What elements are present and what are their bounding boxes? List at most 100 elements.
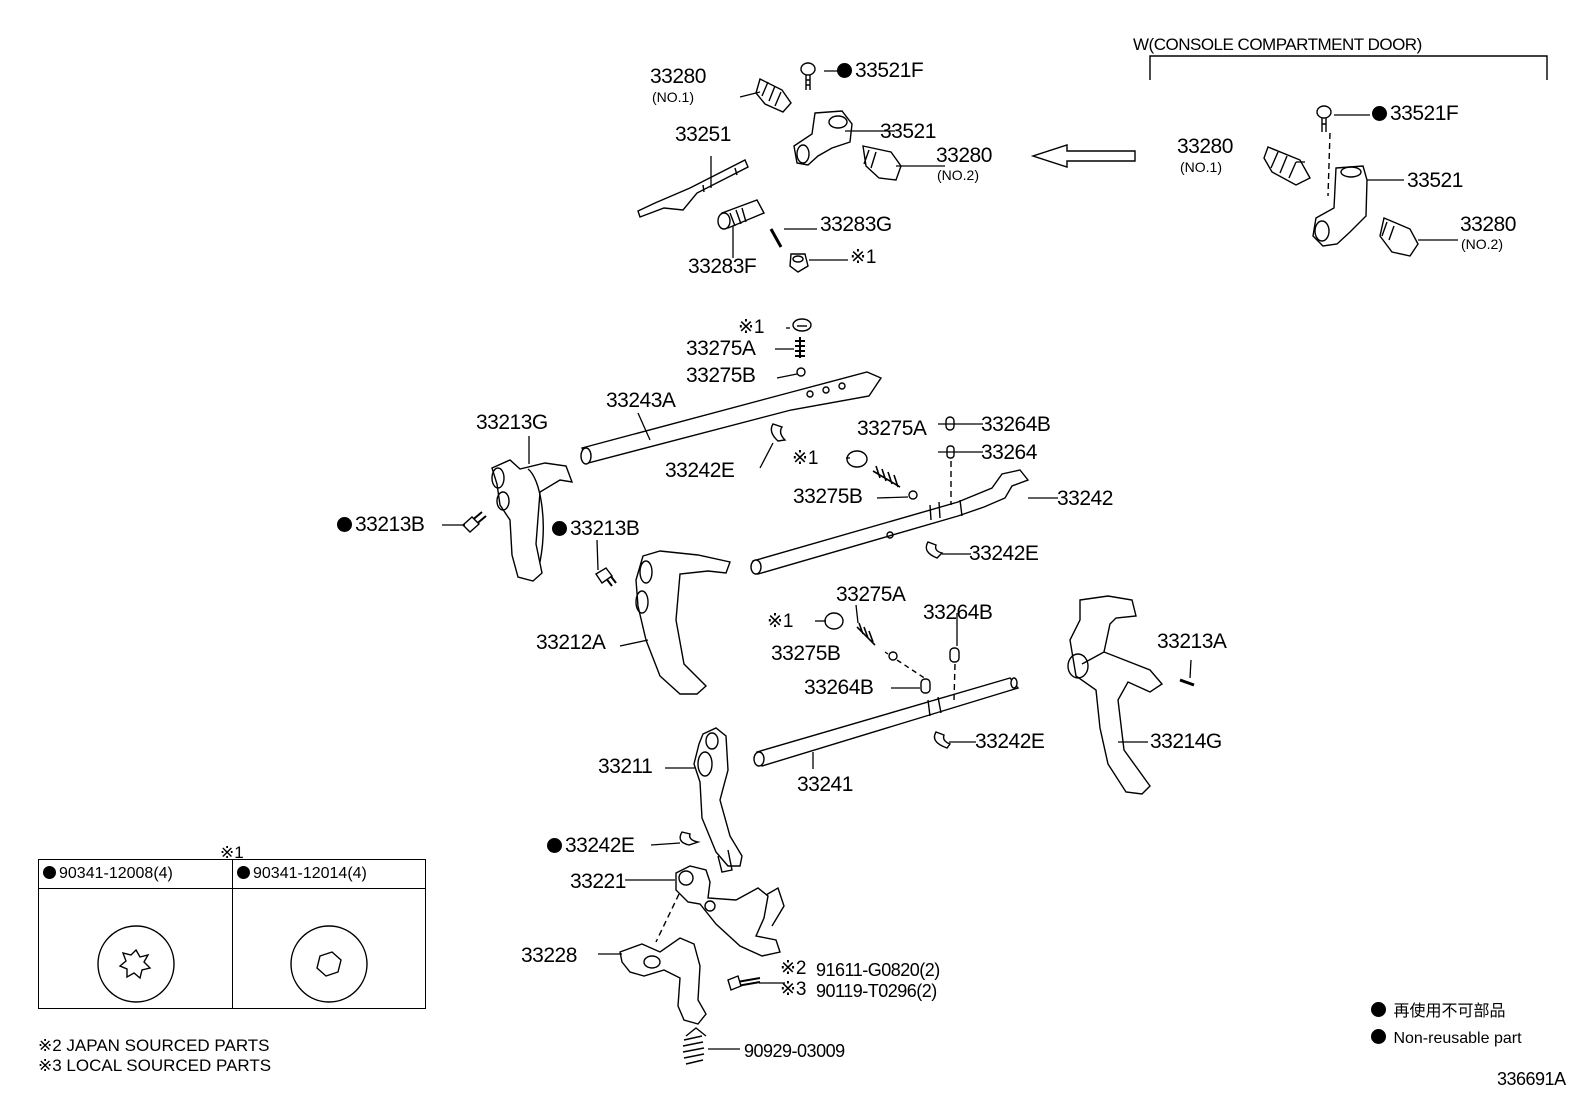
bolt-91611-shape bbox=[727, 975, 761, 991]
ref-table: 90341-12008(4) 90341-12014(4) bbox=[38, 859, 426, 1009]
callout-33264b-b: 33264B bbox=[923, 601, 993, 624]
clip-33242e-c-shape bbox=[933, 731, 952, 749]
shift-inner-33221-shape bbox=[675, 865, 785, 957]
callout-33264: 33264 bbox=[981, 441, 1037, 464]
plug-33280-no1-shape bbox=[755, 77, 792, 113]
alt-plug-no2-shape bbox=[1379, 217, 1419, 257]
leader-lines bbox=[442, 70, 1458, 1050]
bolt-33521f-shape bbox=[800, 62, 816, 90]
callout-33211: 33211 bbox=[598, 755, 653, 778]
ref-table-col-2: 90341-12014(4) bbox=[232, 860, 426, 1008]
ball-33275b-top-shape bbox=[796, 367, 806, 377]
fork-33212a-shape bbox=[635, 550, 731, 695]
pin-33213a-shape bbox=[1179, 678, 1195, 687]
callout-33242e-a: 33242E bbox=[665, 459, 735, 482]
fork-33213g-shape bbox=[491, 459, 574, 582]
header-title: W(CONSOLE COMPARTMENT DOOR) bbox=[1133, 35, 1422, 54]
shaft-33242-shape bbox=[750, 469, 1030, 575]
detent-33264b-c-shape bbox=[920, 678, 931, 694]
shaft-33243a-shape bbox=[580, 371, 883, 465]
non-reusable-dot-icon bbox=[237, 866, 250, 879]
spring-33275a-top-shape bbox=[795, 337, 805, 358]
callout-33242e-d: 33242E bbox=[547, 835, 635, 857]
plunger-33283f-shape bbox=[717, 199, 765, 230]
shaft-33251-shape bbox=[637, 159, 749, 218]
callout-33275b-top: 33275B bbox=[686, 364, 756, 387]
pin-33283g-shape bbox=[769, 228, 783, 248]
non-reusable-dot-icon bbox=[547, 838, 562, 853]
callout-33521f-main: 33521F bbox=[837, 60, 924, 82]
callout-33243a: 33243A bbox=[606, 389, 676, 412]
ref-table-mark: ※1 bbox=[220, 843, 244, 862]
callout-33280-no1: 33280 bbox=[650, 65, 706, 88]
callout-33275b-mid: 33275B bbox=[793, 485, 863, 508]
non-reusable-dot-icon bbox=[43, 866, 56, 879]
callout-ref1-c: ※1 bbox=[792, 448, 819, 469]
callout-33283f: 33283F bbox=[688, 255, 757, 278]
fork-33214g-shape bbox=[1067, 595, 1164, 795]
callout-33213b-b: 33213B bbox=[552, 518, 640, 540]
callout-33275a-low: 33275A bbox=[836, 583, 906, 606]
header-bracket bbox=[1149, 55, 1548, 80]
callout-ref3: ※3 bbox=[780, 979, 807, 1000]
callout-33213b-a: 33213B bbox=[337, 514, 425, 536]
plug-33280-no2-shape bbox=[862, 145, 902, 181]
detent-leader-b bbox=[953, 663, 956, 701]
callout-alt-33280-no2-note: (NO.2) bbox=[1461, 236, 1503, 252]
callout-33275a-top: 33275A bbox=[686, 337, 756, 360]
callout-alt-33521f: 33521F bbox=[1372, 103, 1459, 125]
ball-33275b-mid-shape bbox=[908, 490, 918, 500]
legend-jp: 再使用不可部品 bbox=[1371, 1002, 1505, 1021]
lever-33211-shape bbox=[693, 727, 743, 873]
callout-33251: 33251 bbox=[675, 123, 731, 146]
non-reusable-dot-icon bbox=[337, 517, 352, 532]
ball-leader bbox=[896, 659, 927, 680]
callout-90929: 90929-03009 bbox=[744, 1041, 845, 1061]
bolt-33213b-b-shape bbox=[595, 567, 617, 587]
plug-ref1-low-shape bbox=[824, 612, 844, 630]
callout-ref1-d: ※1 bbox=[767, 611, 794, 632]
plug-ref1-top-shape bbox=[789, 253, 809, 273]
non-reusable-dot-icon bbox=[1371, 1002, 1386, 1017]
callout-33275b-low: 33275B bbox=[771, 642, 841, 665]
ref-table-col-1: 90341-12008(4) bbox=[39, 860, 232, 1008]
callout-alt-33280-no1-note: (NO.1) bbox=[1180, 159, 1222, 175]
clip-33242e-a-shape bbox=[770, 423, 787, 442]
ref-table-col-2-header: 90341-12014(4) bbox=[233, 860, 426, 889]
callout-33283g: 33283G bbox=[820, 213, 892, 236]
clip-33242e-d-shape bbox=[679, 831, 701, 846]
callout-33212a: 33212A bbox=[536, 631, 606, 654]
callout-91611: 91611-G0820(2) bbox=[816, 960, 940, 980]
callout-33264b-a: 33264B bbox=[981, 413, 1051, 436]
callout-33214g: 33214G bbox=[1150, 730, 1222, 753]
callout-33264b-c: 33264B bbox=[804, 676, 874, 699]
torx-screw-icon bbox=[97, 925, 175, 1003]
footnote-local: ※3 LOCAL SOURCED PARTS bbox=[38, 1056, 272, 1075]
ref-table-col-1-header: 90341-12008(4) bbox=[39, 860, 232, 889]
callout-33242: 33242 bbox=[1057, 487, 1113, 510]
spring-33275a-low-shape bbox=[856, 622, 876, 646]
callout-33280-no1-note: (NO.1) bbox=[652, 89, 694, 105]
non-reusable-dot-icon bbox=[1371, 1029, 1386, 1044]
callout-33242e-c: 33242E bbox=[975, 730, 1045, 753]
diagram-code: 336691A bbox=[1497, 1069, 1566, 1089]
alt-bolt-shape bbox=[1316, 105, 1332, 132]
callout-33221: 33221 bbox=[570, 870, 626, 893]
callout-alt-33280-no2: 33280 bbox=[1460, 213, 1516, 236]
spring-33275a-mid-shape bbox=[872, 465, 901, 488]
callout-ref1-b: ※1 bbox=[738, 317, 765, 338]
detent-33264b-b-shape bbox=[949, 647, 960, 663]
hex-screw-icon bbox=[290, 925, 368, 1003]
bolt-33213b-a-shape bbox=[461, 511, 487, 533]
bracket-33521-shape bbox=[793, 110, 853, 166]
callout-33521-main: 33521 bbox=[880, 120, 936, 143]
plug-ref1-mid2-shape bbox=[846, 450, 868, 468]
callout-33280-no2: 33280 bbox=[936, 144, 992, 167]
arrow-icon bbox=[1030, 144, 1136, 168]
callout-33275a-mid: 33275A bbox=[857, 417, 927, 440]
callout-ref2: ※2 bbox=[780, 958, 807, 979]
callout-ref1-a: ※1 bbox=[850, 247, 877, 268]
callout-alt-33521: 33521 bbox=[1407, 169, 1463, 192]
